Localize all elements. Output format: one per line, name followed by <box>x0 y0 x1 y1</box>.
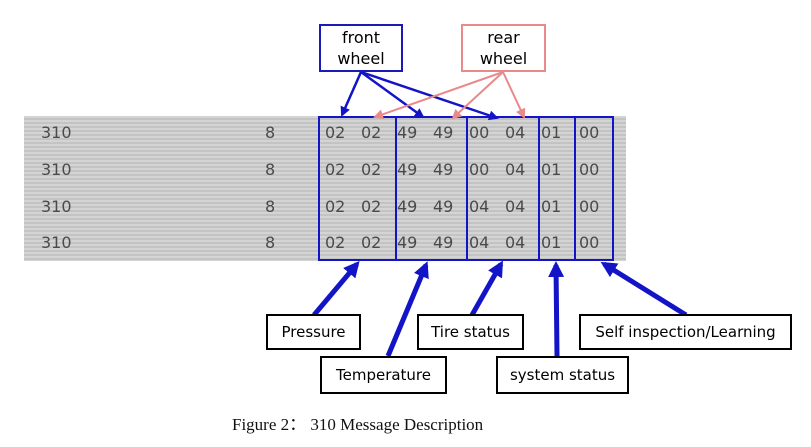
system-status-arrow <box>548 261 565 357</box>
row-1-byte-5: 00 <box>469 123 490 142</box>
system-status-label: system status <box>496 356 629 394</box>
row-1-byte-1: 02 <box>325 123 346 142</box>
row-3-byte-5: 04 <box>469 197 490 216</box>
front-wheel-line-2: wheel <box>337 49 385 68</box>
row-2-byte-6: 04 <box>505 160 526 179</box>
row-4-dlc: 8 <box>265 233 276 252</box>
row-1-byte-3: 49 <box>397 123 418 142</box>
row-4-byte-2: 02 <box>361 233 382 252</box>
row-4-byte-6: 04 <box>505 233 526 252</box>
row-2-byte-4: 49 <box>433 160 454 179</box>
row-4-byte-4: 49 <box>433 233 454 252</box>
row-2-byte-8: 00 <box>579 160 600 179</box>
row-1-byte-6: 04 <box>505 123 526 142</box>
message-grid: 310 8 02 02 49 49 00 04 01 00 310 8 02 0… <box>24 116 626 261</box>
row-2-byte-2: 02 <box>361 160 382 179</box>
temperature-arrow <box>385 261 429 357</box>
row-3-byte-7: 01 <box>541 197 562 216</box>
figure-caption: Figure 2： 310 Message Description <box>232 415 484 434</box>
row-3-byte-8: 00 <box>579 197 600 216</box>
tire-status-label: Tire status <box>417 314 524 350</box>
row-4-byte-3: 49 <box>397 233 418 252</box>
front-wheel-arrow-2 <box>360 70 425 119</box>
rear-wheel-arrow-1 <box>373 71 504 120</box>
row-4-byte-8: 00 <box>579 233 600 252</box>
self-inspection-arrow <box>600 261 688 318</box>
row-2-dlc: 8 <box>265 160 276 179</box>
row-3-byte-3: 49 <box>397 197 418 216</box>
row-2-byte-3: 49 <box>397 160 418 179</box>
self-inspection-label: Self inspection/Learning <box>579 314 792 350</box>
rear-wheel-line-1: rear <box>487 28 520 47</box>
row-1-byte-7: 01 <box>541 123 562 142</box>
row-4-byte-5: 04 <box>469 233 490 252</box>
front-wheel-arrow-3 <box>360 70 499 121</box>
row-4-id: 310 <box>41 233 72 252</box>
rear-wheel-line-2: wheel <box>479 49 528 68</box>
row-1-byte-4: 49 <box>433 123 454 142</box>
front-wheel-line-1: front <box>341 28 381 47</box>
row-3-byte-6: 04 <box>505 197 526 216</box>
row-3-id: 310 <box>41 197 72 216</box>
row-3-byte-2: 02 <box>361 197 382 216</box>
tire-status-arrow <box>469 260 504 317</box>
pressure-arrow <box>312 260 360 317</box>
row-2-id: 310 <box>41 160 72 179</box>
row-4-byte-7: 01 <box>541 233 562 252</box>
pressure-label: Pressure <box>266 314 361 350</box>
message-row: 310 8 02 02 49 49 04 04 01 00 <box>24 229 626 257</box>
message-row: 310 8 02 02 49 49 04 04 01 00 <box>24 193 626 221</box>
front-wheel-arrow-1 <box>340 71 363 117</box>
rear-wheel-arrow-2 <box>451 71 504 120</box>
row-3-byte-1: 02 <box>325 197 346 216</box>
message-row: 310 8 02 02 49 49 00 04 01 00 <box>24 119 626 147</box>
rear-wheel-label: rear wheel <box>461 24 546 72</box>
self-inspection-group-box <box>574 116 614 261</box>
row-1-id: 310 <box>41 123 72 142</box>
row-4-byte-1: 02 <box>325 233 346 252</box>
front-wheel-label: front wheel <box>319 24 403 72</box>
row-2-byte-5: 00 <box>469 160 490 179</box>
row-3-byte-4: 49 <box>433 197 454 216</box>
row-1-dlc: 8 <box>265 123 276 142</box>
temperature-label: Temperature <box>320 356 447 394</box>
row-2-byte-7: 01 <box>541 160 562 179</box>
row-2-byte-1: 02 <box>325 160 346 179</box>
message-row: 310 8 02 02 49 49 00 04 01 00 <box>24 156 626 184</box>
row-1-byte-2: 02 <box>361 123 382 142</box>
row-1-byte-8: 00 <box>579 123 600 142</box>
rear-wheel-arrow-3 <box>502 71 526 119</box>
row-3-dlc: 8 <box>265 197 276 216</box>
